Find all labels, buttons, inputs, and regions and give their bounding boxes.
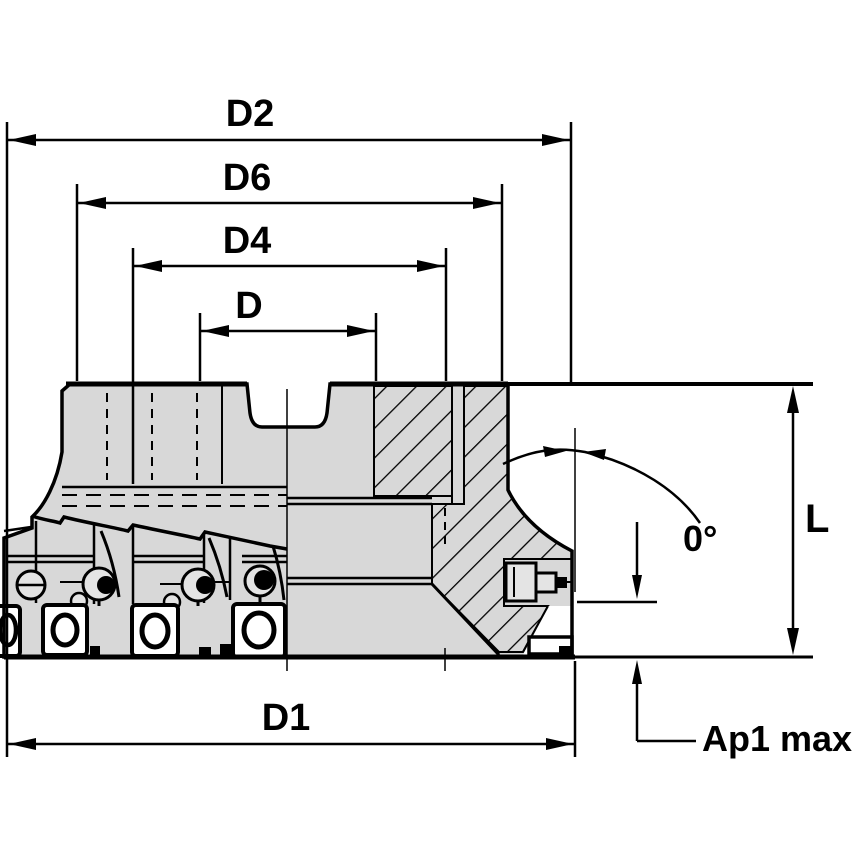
dim-label-d1: D1	[262, 697, 311, 739]
dimension-d2: D2	[5, 93, 573, 757]
insert-pocket-structure	[3, 514, 288, 656]
dimension-d4: D4	[131, 220, 448, 484]
dim-label-d4: D4	[223, 220, 272, 262]
dimension-d: D	[198, 285, 378, 381]
side-clamp-screw	[504, 561, 572, 603]
insert-hole	[50, 612, 80, 648]
cutter-body	[0, 381, 575, 671]
dim-label-d: D	[235, 285, 262, 327]
clamp-screw-3	[180, 567, 216, 606]
insert-station-2	[130, 603, 180, 658]
dimension-d1: D1	[7, 661, 577, 757]
section-hatch-band-left	[373, 385, 453, 497]
insert-hole	[241, 610, 277, 650]
clamp-screw-1	[15, 569, 47, 601]
dim-label-d2: D2	[226, 93, 275, 135]
hidden-detail-lines	[62, 393, 446, 548]
dim-label-l: L	[805, 497, 829, 541]
dimension-l: L	[508, 382, 829, 659]
insert-hole	[139, 612, 171, 650]
clamp-screw-4	[243, 564, 277, 604]
insert-station-1	[41, 603, 89, 657]
bore-detail-lines	[62, 386, 501, 671]
ap1-annotation: Ap1 max	[577, 522, 852, 759]
cutter-outline	[2, 382, 574, 659]
wiper-insert	[527, 635, 574, 656]
angle-arc	[502, 448, 702, 524]
insert-station-3	[231, 602, 287, 659]
clamp-screw-2	[81, 566, 117, 606]
angle-annotation: 0°	[502, 428, 717, 592]
ap1-label: Ap1 max	[702, 718, 852, 759]
dimension-d6: D6	[75, 157, 504, 381]
angle-label: 0°	[683, 518, 717, 559]
dim-label-d6: D6	[223, 157, 272, 199]
